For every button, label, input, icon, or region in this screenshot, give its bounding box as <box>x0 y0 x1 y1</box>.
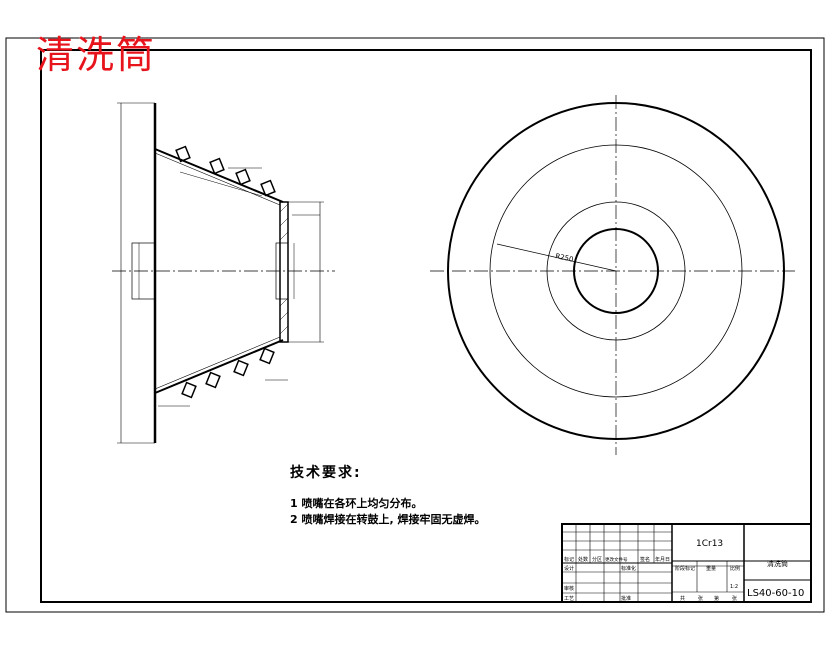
title-block <box>561 523 812 603</box>
part-name-text: 清洗筒 <box>767 559 788 568</box>
nozzle <box>209 157 225 175</box>
small-end-ring <box>279 201 289 343</box>
sheet-cell-1: 共 <box>680 595 685 602</box>
nozzle <box>235 168 251 186</box>
middle-circle <box>489 144 743 398</box>
side-view <box>112 102 335 444</box>
cone-upper-wall-inner <box>154 152 281 206</box>
cone-lower-wall-inner <box>154 336 281 390</box>
radius-label: R250 <box>555 252 574 264</box>
approve-text: 批准 <box>621 595 631 602</box>
bore-circle <box>573 228 659 314</box>
header-cell-6: 年月日 <box>655 556 670 563</box>
ratio-text: 比例 <box>730 565 740 572</box>
cone-lower-wall <box>154 339 284 394</box>
nozzle <box>233 359 249 377</box>
inner-circle <box>546 201 686 341</box>
hatch-5 <box>279 311 289 321</box>
row-label-design: 设计 <box>564 565 574 572</box>
drawing-number-text: LS40-60-10 <box>747 588 804 599</box>
header-cell-2: 处数 <box>578 556 588 563</box>
hatch-2 <box>279 217 289 227</box>
drawing-frame <box>40 49 812 603</box>
sheet-cell-4: 张 <box>732 595 737 602</box>
header-cell-3: 分区 <box>592 556 602 563</box>
outer-frame <box>5 37 825 613</box>
header-cell-5: 签名 <box>640 556 650 563</box>
standardization-text: 标准化 <box>621 565 636 572</box>
hatch-6 <box>279 325 289 335</box>
nozzle <box>175 145 191 163</box>
cone-upper-wall <box>154 148 284 203</box>
hatch-3 <box>279 231 289 241</box>
radius-leader <box>496 243 617 272</box>
dim-nozzle-pitch <box>179 171 263 197</box>
sheet-cell-2: 张 <box>698 595 703 602</box>
requirement-2: 2 喷嘴焊接在转鼓上, 焊接牢固无虚焊。 <box>290 513 486 526</box>
technical-requirements: 技术要求: 1 喷嘴在各环上均匀分布。 2 喷嘴焊接在转鼓上, 焊接牢固无虚焊。 <box>290 462 486 528</box>
sheet-cell-3: 第 <box>714 595 719 602</box>
weight-text: 重量 <box>706 565 716 572</box>
drawing-title: 清洗筒 <box>36 33 157 77</box>
outer-circle <box>447 102 785 440</box>
row-label-process: 工艺 <box>564 596 574 602</box>
technical-requirements-title: 技术要求: <box>290 465 362 481</box>
front-view <box>430 95 795 455</box>
stage-mark-text: 阶段标记 <box>675 565 695 572</box>
nozzle <box>259 347 275 365</box>
header-cell-1: 标记 <box>564 556 574 563</box>
requirement-1: 1 喷嘴在各环上均匀分布。 <box>290 497 423 510</box>
nozzle <box>205 371 221 389</box>
material-text: 1Cr13 <box>696 539 723 549</box>
nozzle <box>260 179 276 197</box>
hatch-1 <box>279 203 289 213</box>
bore-left <box>131 242 156 300</box>
row-label-review: 审核 <box>564 585 574 592</box>
bore-right <box>275 242 289 300</box>
scale-text: 1:2 <box>730 584 738 590</box>
header-cell-4: 更改文件号 <box>605 556 628 563</box>
nozzle <box>181 381 197 399</box>
